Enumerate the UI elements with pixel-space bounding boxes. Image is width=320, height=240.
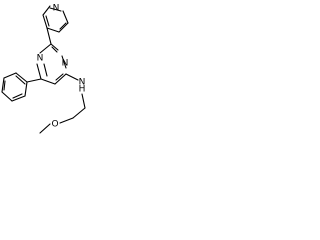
pyridine-ring bbox=[42, 5, 69, 33]
methoxy-oxygen-label: O bbox=[51, 120, 58, 130]
phenyl-ring bbox=[1, 72, 28, 102]
phenyl-bond bbox=[26, 78, 42, 83]
pyridine-nitrogen-label: N bbox=[53, 4, 60, 14]
methoxyethyl-chain bbox=[39, 93, 86, 134]
molecule-structure: N N N N H O bbox=[1, 4, 86, 134]
pyrimidine-nitrogen-top-label: N bbox=[37, 54, 44, 64]
atom-label-n-pyrimidine-bottom: N bbox=[62, 59, 69, 69]
amine-bond bbox=[65, 73, 79, 81]
amine-hydrogen-label: H bbox=[79, 85, 86, 95]
atom-label-o-methoxy: O bbox=[51, 120, 58, 130]
atom-label-n-pyrimidine-top: N bbox=[37, 54, 44, 64]
atom-label-n-amine: N H bbox=[79, 78, 86, 95]
pyrimidine-nitrogen-bottom-label: N bbox=[62, 59, 69, 69]
amine-nitrogen-label: N bbox=[79, 78, 86, 88]
pyrimidine-ring bbox=[36, 43, 67, 85]
biaryl-bond bbox=[46, 27, 52, 45]
atom-label-n-pyridine: N bbox=[53, 4, 60, 14]
